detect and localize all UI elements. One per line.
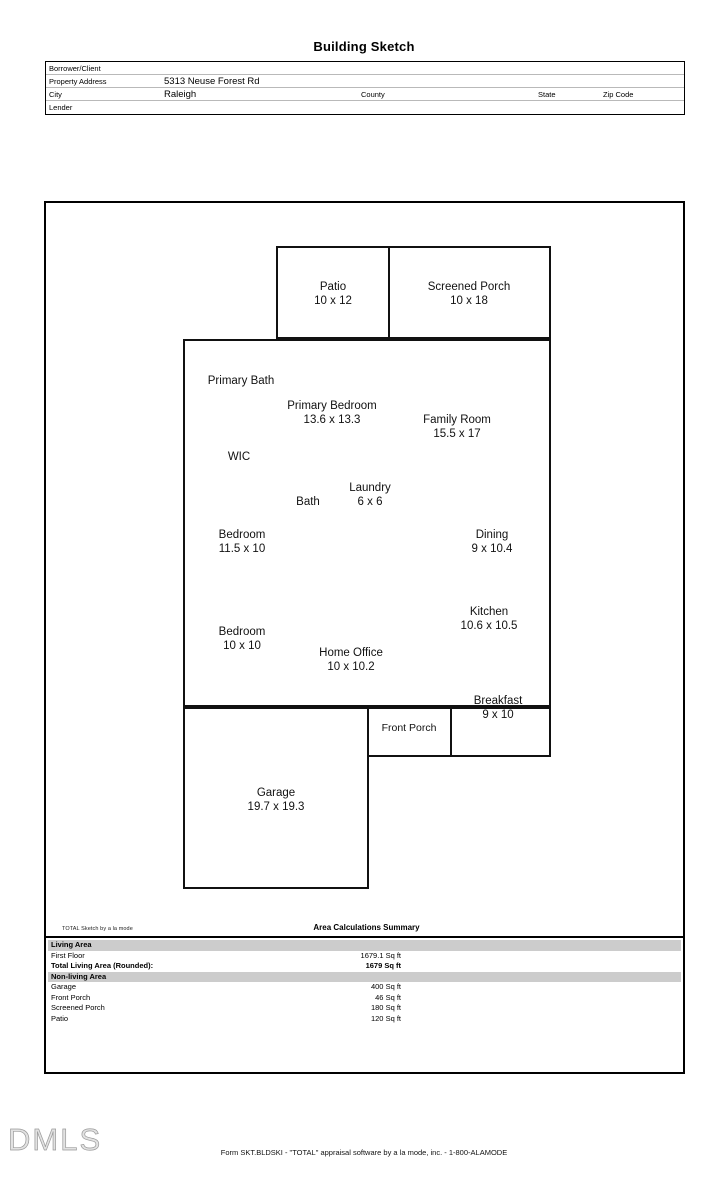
city-value: Raleigh [164, 89, 197, 100]
lender-label: Lender [49, 103, 73, 112]
table-row-first-floor: First Floor 1679.1 Sq ft [51, 950, 401, 960]
garage-outline [183, 707, 369, 889]
room-label-front-porch: Front Porch [381, 722, 437, 734]
form-footer-text: Form SKT.BLDSKI - "TOTAL" appraisal soft… [220, 1148, 508, 1157]
room-label-family-room: Family Room 15.5 x 17 [423, 414, 491, 440]
area-calculations-title: Area Calculations Summary [313, 923, 420, 932]
table-row-borrower: Borrower/Client [46, 62, 684, 75]
patio-outline [276, 246, 390, 339]
main-house-outline [183, 339, 551, 707]
property-info-table: Borrower/Client Property Address 5313 Ne… [45, 61, 685, 115]
area-section-heading-living: Living Area [48, 940, 681, 951]
room-label-kitchen: Kitchen 10.6 x 10.5 [460, 606, 518, 632]
room-label-dining: Dining 9 x 10.4 [471, 529, 513, 555]
dmls-watermark: DMLS [8, 1122, 103, 1158]
table-row-screened-porch: Screened Porch 180 Sq ft [51, 1003, 401, 1012]
room-label-laundry: Laundry 6 x 6 [349, 482, 391, 508]
area-divider [46, 936, 683, 938]
breakfast-wing-outline [448, 707, 551, 757]
property-address-label: Property Address [49, 77, 107, 86]
table-row-patio: Patio 120 Sq ft [51, 1013, 401, 1023]
area-section-heading-non-living: Non-living Area [48, 971, 681, 982]
room-label-breakfast: Breakfast 9 x 10 [473, 695, 523, 721]
room-label-home-office: Home Office 10 x 10.2 [319, 647, 383, 673]
room-label-primary-bedroom: Primary Bedroom 13.6 x 13.3 [287, 400, 377, 426]
room-label-bath: Bath [296, 496, 320, 508]
room-label-wic: WIC [227, 451, 251, 463]
building-sketch-frame: Patio 10 x 12 Screened Porch 10 x 18 Pri… [44, 201, 685, 1074]
city-label: City [49, 90, 62, 99]
state-label: State [538, 90, 556, 99]
sketch-credit-text: TOTAL Sketch by a la mode [62, 926, 133, 932]
screened-porch-outline [388, 246, 551, 339]
room-label-primary-bath: Primary Bath [207, 375, 275, 387]
room-label-garage: Garage 19.7 x 19.3 [247, 787, 305, 813]
table-row-lender: Lender [46, 101, 684, 114]
room-label-bedroom-1: Bedroom 11.5 x 10 [218, 529, 266, 555]
table-row-garage: Garage 400 Sq ft [51, 982, 401, 991]
table-row-front-porch: Front Porch 46 Sq ft [51, 992, 401, 1002]
county-label: County [361, 90, 385, 99]
zip-code-label: Zip Code [603, 90, 634, 99]
room-label-bedroom-2: Bedroom 10 x 10 [218, 626, 266, 652]
table-row-total-living-area: Total Living Area (Rounded): 1679 Sq ft [51, 961, 401, 970]
property-address-value: 5313 Neuse Forest Rd [164, 76, 260, 87]
table-row-address: Property Address 5313 Neuse Forest Rd [46, 75, 684, 88]
page-title: Building Sketch [313, 39, 415, 54]
room-label-patio: Patio 10 x 12 [314, 281, 352, 307]
area-calculations-table: Living Area First Floor 1679.1 Sq ft Tot… [48, 940, 681, 1024]
table-row-city: City Raleigh County State Zip Code [46, 88, 684, 101]
borrower-label: Borrower/Client [49, 64, 101, 73]
room-label-screened-porch: Screened Porch 10 x 18 [427, 281, 511, 307]
